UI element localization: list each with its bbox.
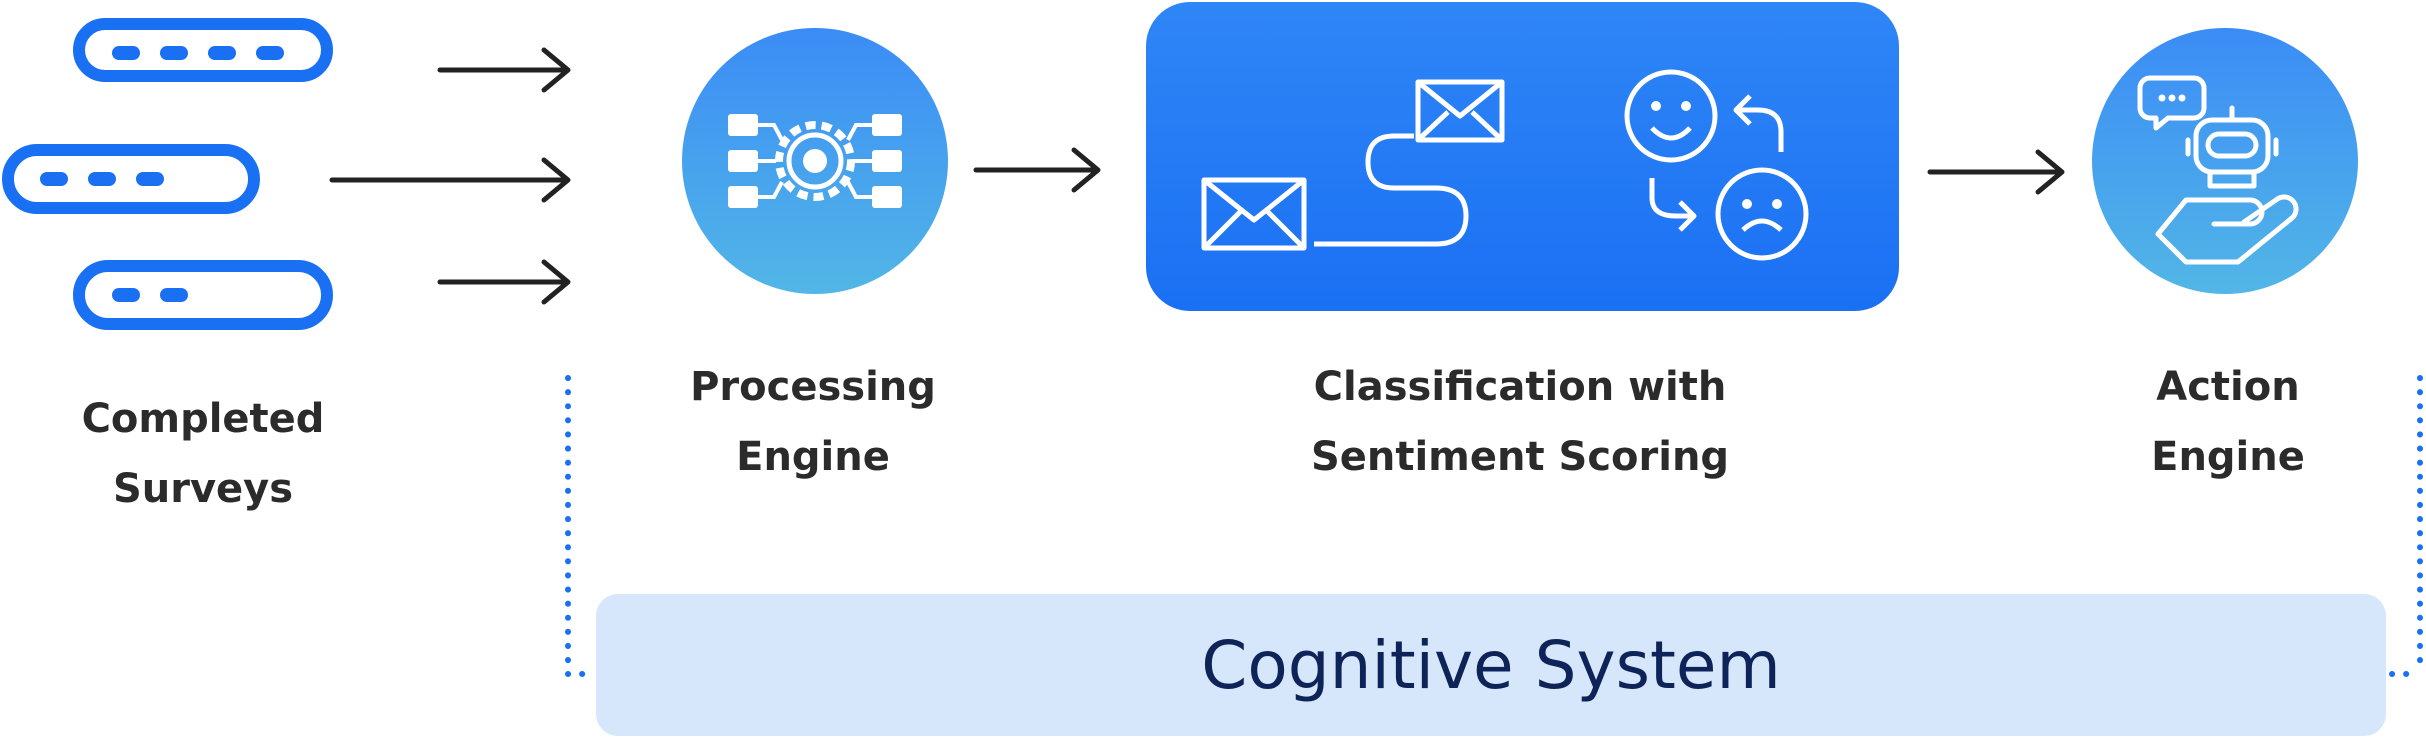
action-engine-label: Action Engine bbox=[2151, 364, 2305, 480]
classification-box bbox=[1146, 2, 1899, 311]
sad-face-icon bbox=[1715, 167, 1809, 261]
cognitive-system-label: Cognitive System bbox=[1201, 626, 1781, 704]
happy-face-icon bbox=[1624, 69, 1718, 163]
processing-engine-label: Processing Engine bbox=[690, 364, 936, 480]
envelope-icon bbox=[1201, 177, 1307, 251]
cognitive-system-bar: Cognitive System bbox=[596, 594, 2386, 736]
classification-label: Classification with Sentiment Scoring bbox=[1310, 364, 1730, 480]
flow-arrows bbox=[329, 47, 2065, 305]
processing-engine-circle bbox=[682, 28, 948, 294]
envelope-icon bbox=[1415, 79, 1505, 143]
survey-form-icon bbox=[2, 18, 333, 330]
system-bracket-dotted-lines bbox=[565, 375, 2423, 677]
gear-network-icon bbox=[728, 114, 902, 208]
action-engine-circle bbox=[2092, 28, 2358, 294]
robot-hand-icon bbox=[2137, 75, 2299, 265]
completed-surveys-label: Completed Surveys bbox=[81, 396, 325, 512]
